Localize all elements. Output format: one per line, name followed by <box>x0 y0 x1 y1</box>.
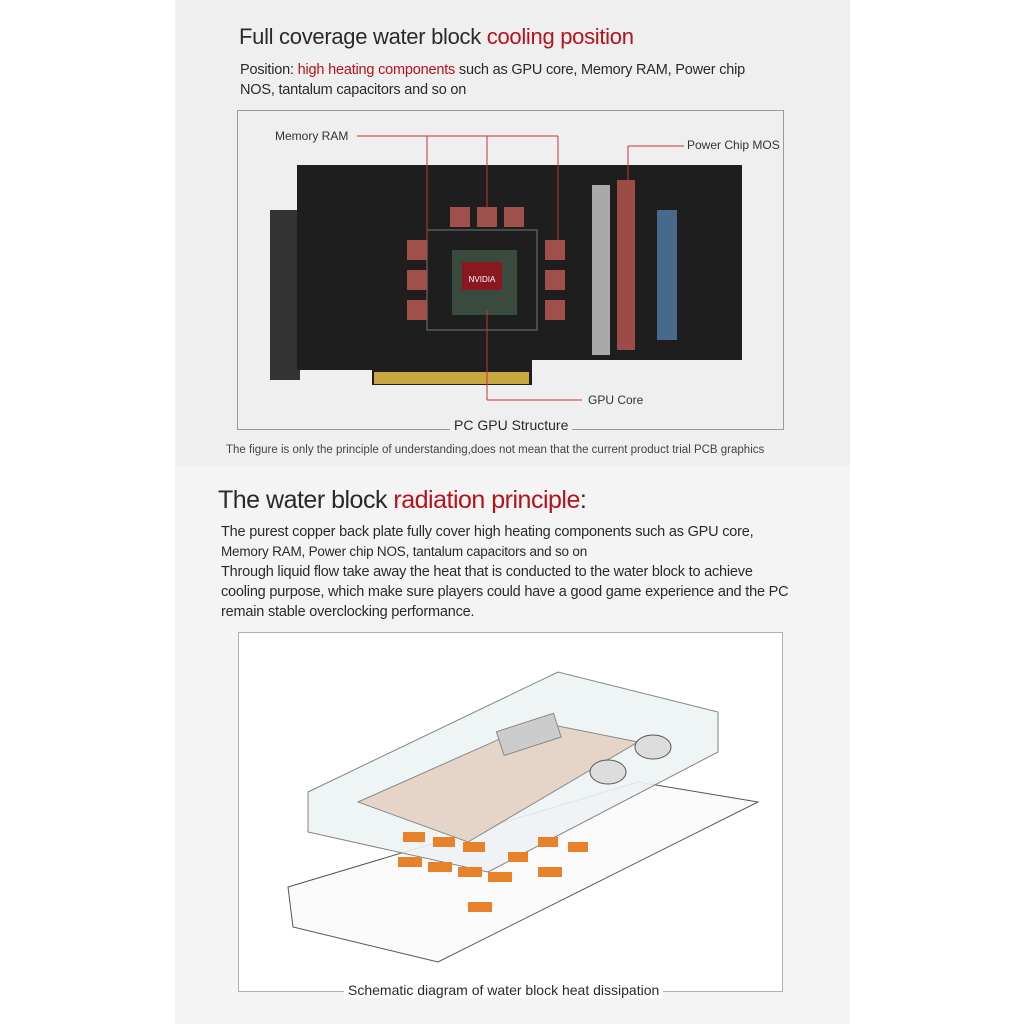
title-text: The water block <box>218 486 394 514</box>
desc-line: cooling purpose, which make sure players… <box>221 584 789 600</box>
memory-chip <box>545 300 565 320</box>
desc-line: remain stable overclocking performance. <box>221 604 475 620</box>
thermal-pad <box>538 837 558 847</box>
chokes-column <box>592 185 610 355</box>
section2-description: The purest copper back plate fully cover… <box>221 522 821 622</box>
desc-line: Memory RAM, Power chip NOS, tantalum cap… <box>221 544 588 559</box>
memory-chip <box>407 270 427 290</box>
thermal-pad <box>468 902 492 912</box>
thermal-pad <box>508 852 528 862</box>
pcb-illustration: NVIDIA <box>270 135 742 401</box>
fitting-port <box>589 759 627 785</box>
thermal-pad <box>433 837 455 847</box>
thermal-pad <box>458 867 482 877</box>
title-colon: : <box>579 486 587 514</box>
leader-lines <box>357 135 684 401</box>
thermal-pad <box>398 857 422 867</box>
mos-column <box>617 180 635 350</box>
thermal-pad <box>538 867 562 877</box>
memory-chip <box>407 240 427 260</box>
title-text: Full coverage water block <box>239 24 487 49</box>
figure-caption: Schematic diagram of water block heat di… <box>344 982 664 998</box>
nvidia-logo-badge <box>462 262 502 290</box>
thermal-pad <box>403 832 425 842</box>
thermal-pad <box>488 872 512 882</box>
thermal-pad <box>568 842 588 852</box>
thermal-pad <box>428 862 452 872</box>
memory-chip <box>545 240 565 260</box>
desc-prefix: Position: <box>240 62 298 78</box>
fitting-port <box>634 734 672 760</box>
desc-line2: NOS, tantalum capacitors and so on <box>240 82 467 98</box>
section2-title: The water block radiation principle: <box>218 486 587 515</box>
memory-chip <box>545 270 565 290</box>
thermal-pads <box>398 832 588 912</box>
pcie-connector <box>374 372 529 384</box>
capacitor-column <box>657 210 677 340</box>
memory-chips <box>407 207 565 320</box>
label-gpu-core: GPU Core <box>588 393 644 407</box>
section1-description: Position: high heating components such a… <box>240 60 810 100</box>
nvidia-logo-text: NVIDIA <box>469 275 496 284</box>
memory-chip <box>450 207 470 227</box>
water-block-illustration <box>287 671 760 963</box>
disclaimer: The figure is only the principle of unde… <box>226 444 765 456</box>
memory-chip <box>407 300 427 320</box>
power-stages <box>592 180 677 355</box>
figure-caption: PC GPU Structure <box>450 417 573 433</box>
desc-line: The purest copper back plate fully cover… <box>221 524 754 540</box>
thermal-pad <box>463 842 485 852</box>
desc-accent: high heating components <box>297 62 456 78</box>
io-bracket <box>270 210 300 380</box>
section1-title: Full coverage water block cooling positi… <box>239 24 634 50</box>
title-accent: radiation principle <box>393 486 580 514</box>
title-accent: cooling position <box>486 24 634 49</box>
memory-chip <box>504 207 524 227</box>
label-memory-ram: Memory RAM <box>275 129 349 143</box>
desc-line: Through liquid flow take away the heat t… <box>221 564 753 580</box>
label-power-chip-mos: Power Chip MOS <box>687 138 780 152</box>
memory-chip <box>477 207 497 227</box>
fin-array <box>495 712 562 757</box>
desc-rest: such as GPU core, Memory RAM, Power chip <box>455 62 746 78</box>
